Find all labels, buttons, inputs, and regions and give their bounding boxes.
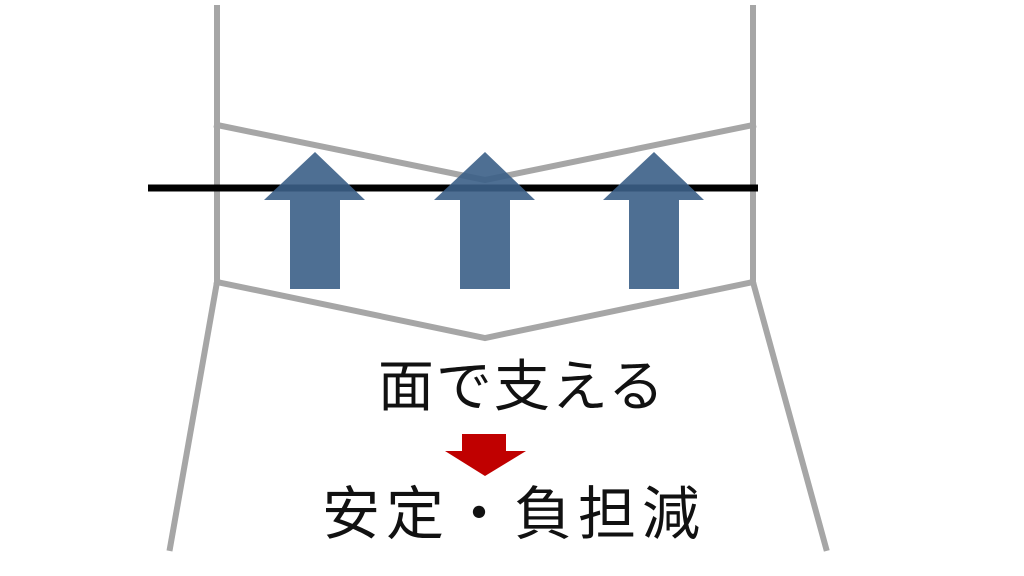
support-caption: 面で支える (377, 355, 667, 420)
lower-right-leg (749, 278, 830, 552)
up-arrow-icon (434, 152, 535, 289)
up-arrows (264, 152, 704, 289)
lower-v-line (213, 278, 757, 342)
up-arrow-icon (264, 152, 365, 289)
up-arrow-icon (603, 152, 704, 289)
down-arrow-icon (445, 434, 526, 476)
result-caption: 安定・負担減 (321, 480, 706, 548)
lower-left-leg (166, 278, 221, 552)
